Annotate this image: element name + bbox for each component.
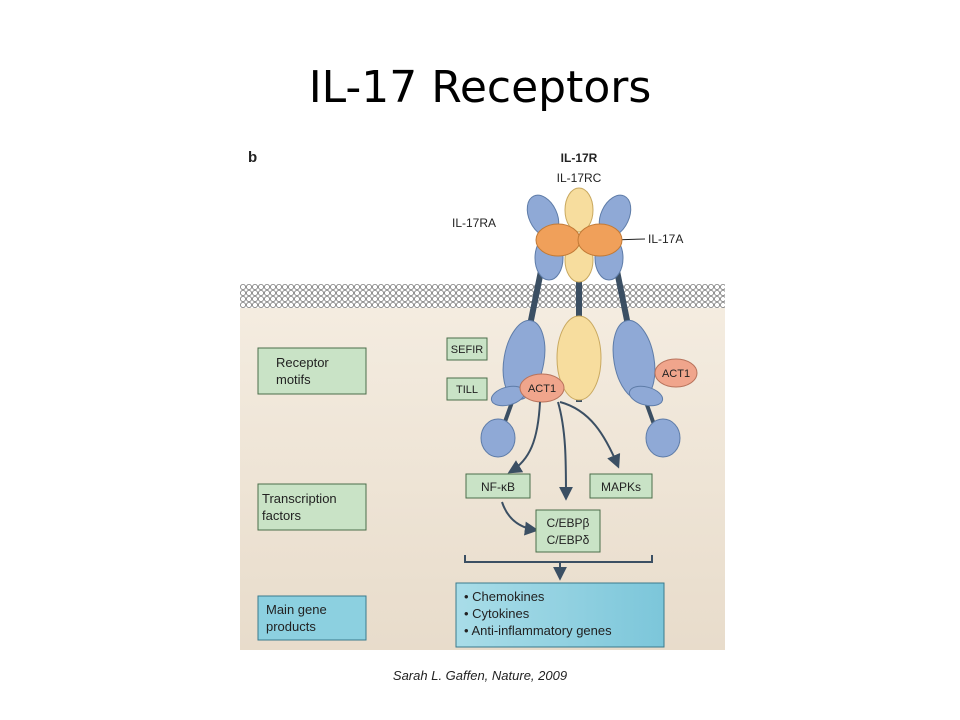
svg-text:C/EBPδ: C/EBPδ: [547, 533, 590, 547]
il17ra-label: IL-17RA: [452, 216, 496, 230]
receptor-intracellular-domains: [480, 315, 681, 458]
svg-text:• Cytokines: • Cytokines: [464, 606, 530, 621]
il17r-label: IL-17R: [561, 151, 598, 165]
svg-text:SEFIR: SEFIR: [451, 344, 483, 356]
svg-text:ACT1: ACT1: [528, 383, 556, 395]
svg-text:TILL: TILL: [456, 384, 478, 396]
mapks-box: MAPKs: [589, 473, 653, 499]
svg-text:motifs: motifs: [276, 372, 311, 387]
main-gene-products-box: Main gene products: [257, 595, 367, 641]
cell-membrane: [240, 283, 725, 308]
receptor-motifs-box: Receptor motifs: [257, 347, 367, 395]
citation-caption: Sarah L. Gaffen, Nature, 2009: [392, 668, 568, 683]
svg-text:• Anti-inflammatory genes: • Anti-inflammatory genes: [464, 623, 612, 638]
sefir-box: SEFIR: [446, 337, 488, 361]
il17-receptor-diagram: b IL-17R IL-17RC IL-17RA IL-17A A: [240, 140, 725, 650]
svg-text:products: products: [266, 619, 316, 634]
il17a-label: IL-17A: [648, 232, 683, 246]
svg-text:Main gene: Main gene: [266, 602, 327, 617]
svg-text:C/EBPβ: C/EBPβ: [547, 516, 590, 530]
act1-right: ACT1: [654, 358, 698, 388]
nfkb-box: NF-κB: [465, 473, 531, 499]
convergence-bracket: [464, 555, 653, 581]
svg-text:Transcription: Transcription: [262, 491, 337, 506]
il17a-ligand: [535, 223, 623, 257]
signaling-arrows: [501, 401, 621, 536]
panel-letter: b: [248, 149, 257, 166]
svg-text:factors: factors: [262, 508, 302, 523]
till-box: TILL: [446, 377, 488, 401]
cebp-box: C/EBPβ C/EBPδ: [535, 509, 601, 553]
svg-text:• Chemokines: • Chemokines: [464, 589, 545, 604]
il17rc-label: IL-17RC: [557, 171, 602, 185]
act1-left: ACT1: [519, 373, 565, 403]
svg-text:ACT1: ACT1: [662, 368, 690, 380]
slide-title: IL-17 Receptors: [308, 62, 652, 113]
gene-products-box: • Chemokines • Cytokines • Anti-inflamma…: [455, 582, 665, 648]
svg-text:NF-κB: NF-κB: [481, 480, 515, 494]
transcription-factors-box: Transcription factors: [257, 483, 367, 531]
svg-text:Receptor: Receptor: [276, 355, 329, 370]
svg-text:MAPKs: MAPKs: [601, 480, 641, 494]
